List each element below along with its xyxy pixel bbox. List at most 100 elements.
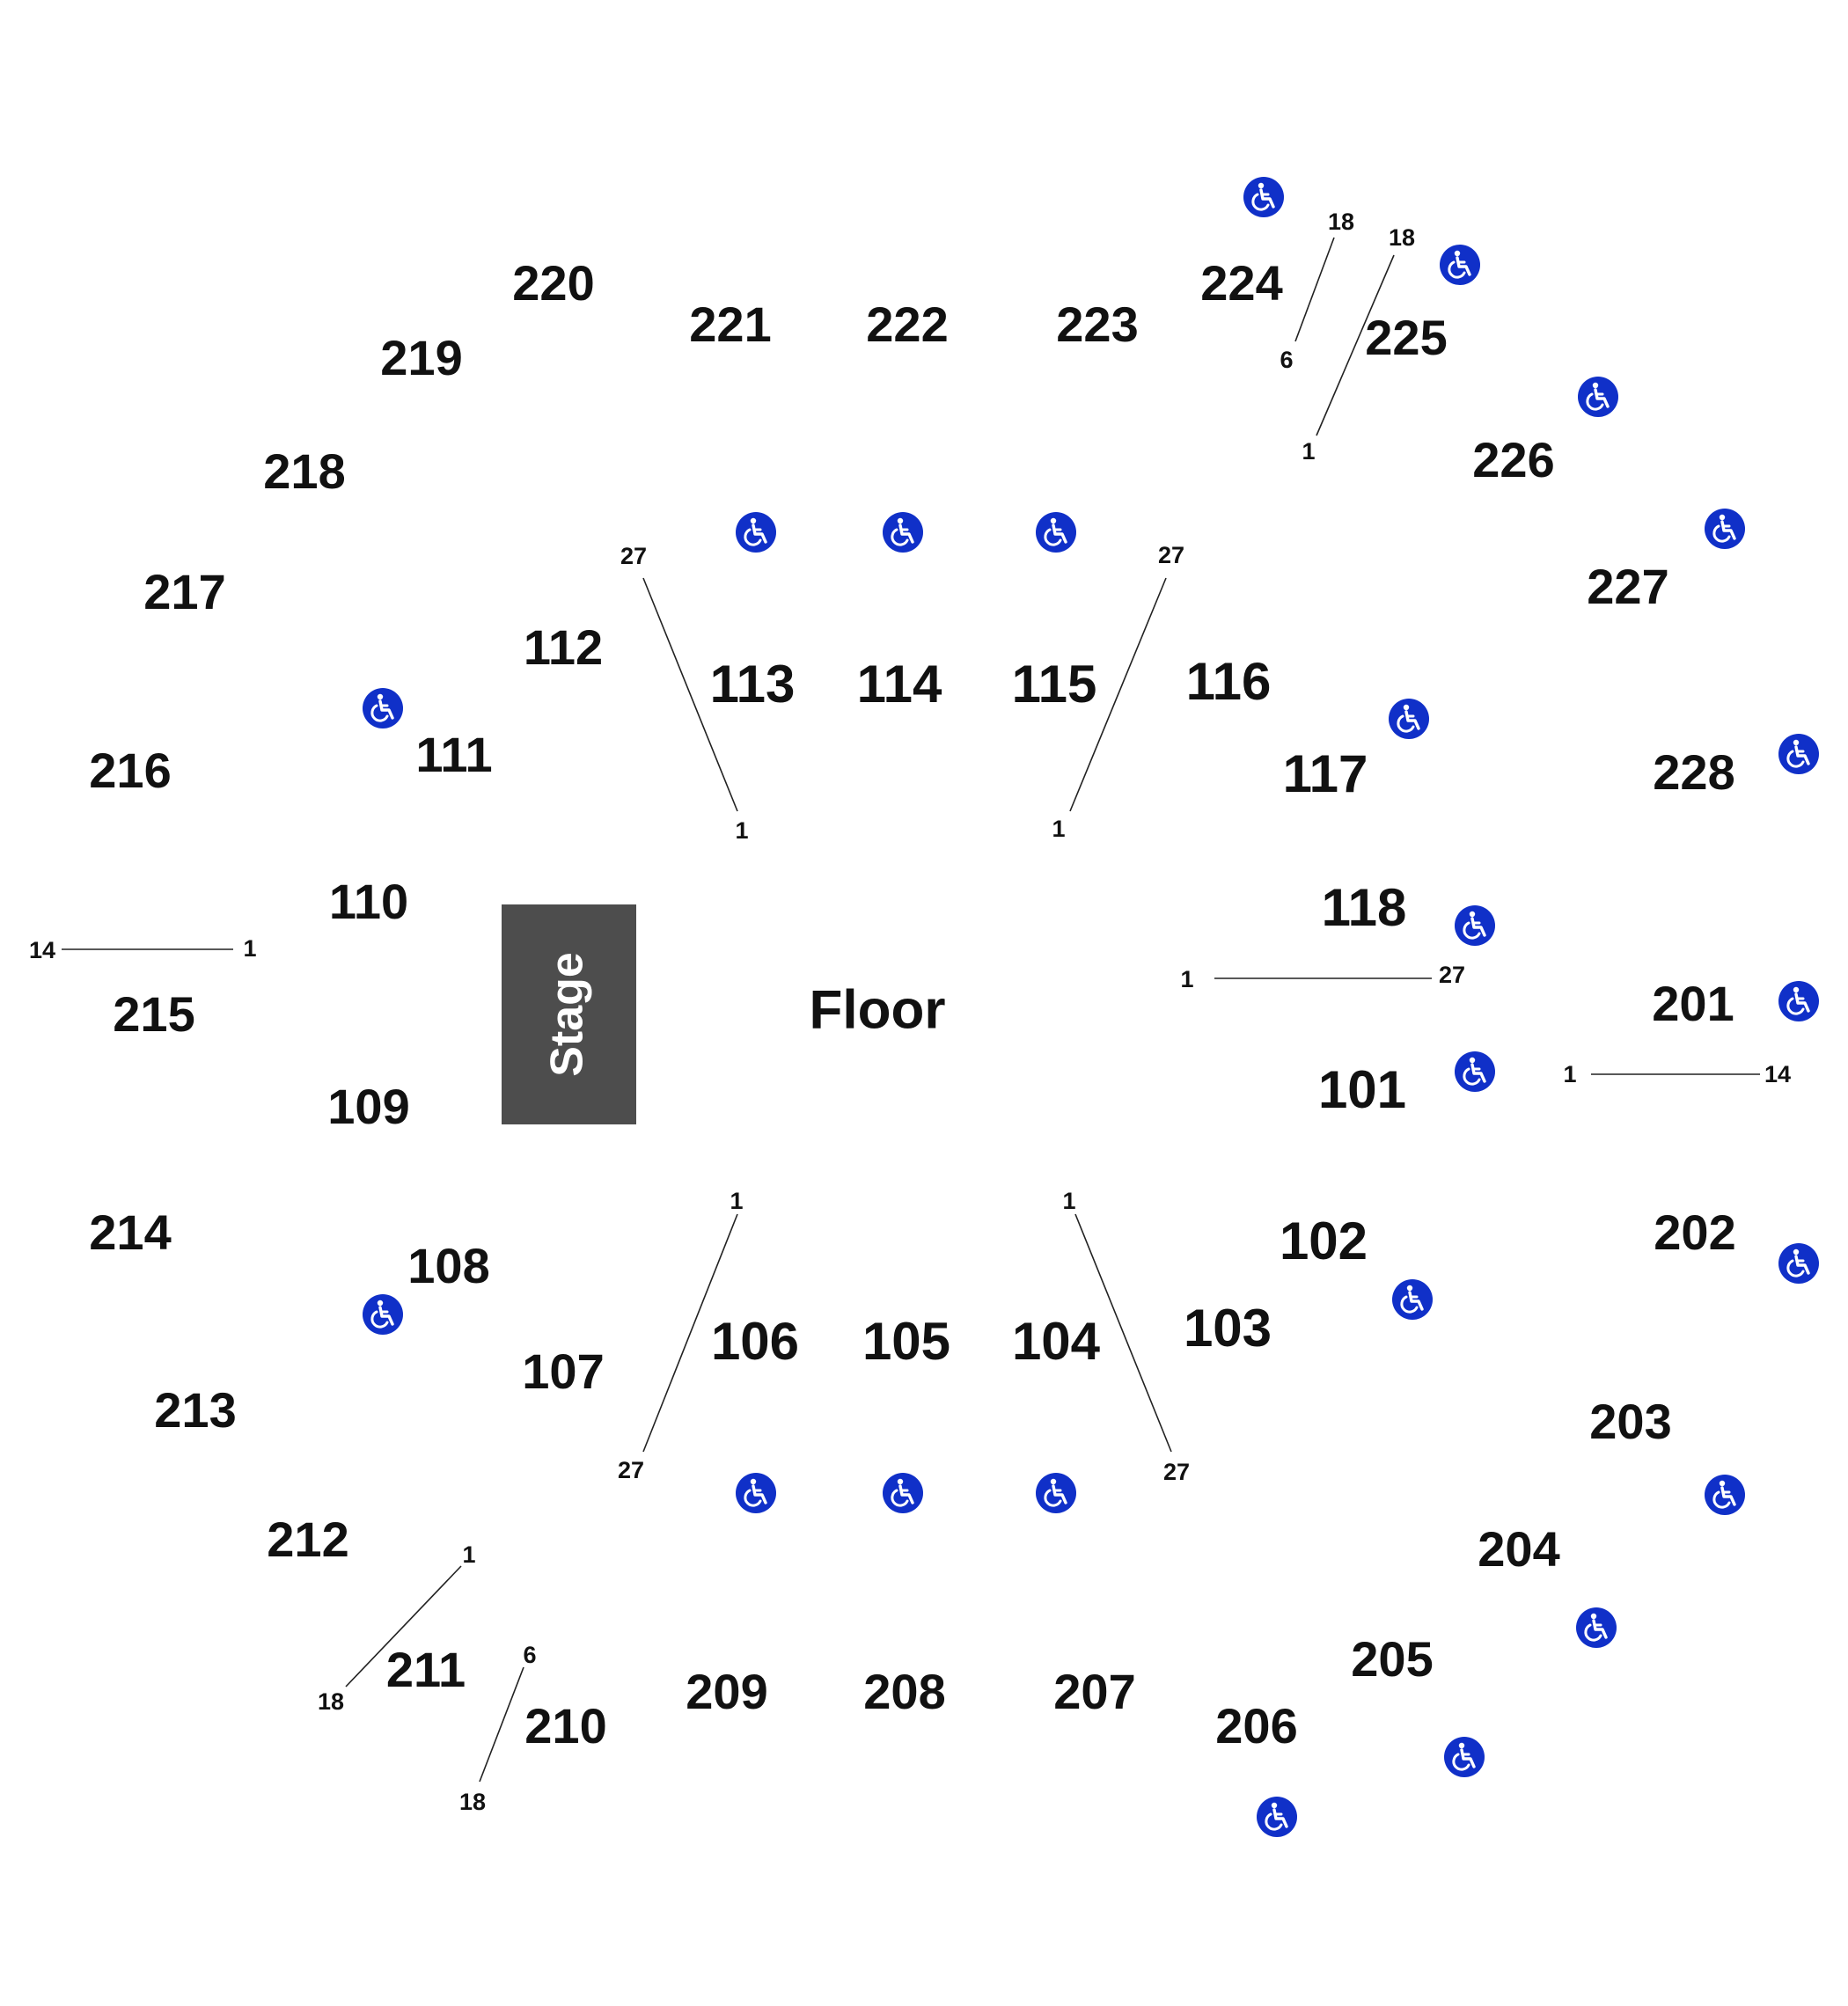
wheelchair-icon[interactable] bbox=[1036, 1473, 1076, 1513]
row-line-103 bbox=[1074, 1213, 1172, 1453]
wheelchair-icon[interactable] bbox=[1576, 1607, 1617, 1648]
section-215[interactable]: 215 bbox=[113, 986, 194, 1042]
section-222[interactable]: 222 bbox=[866, 297, 948, 352]
section-101[interactable]: 101 bbox=[1318, 1060, 1406, 1119]
row-label-106-last: 27 bbox=[618, 1457, 644, 1483]
wheelchair-icon[interactable] bbox=[1257, 1797, 1297, 1837]
section-205[interactable]: 205 bbox=[1351, 1631, 1433, 1687]
section-213[interactable]: 213 bbox=[154, 1382, 236, 1438]
stage: Stage bbox=[502, 904, 636, 1124]
row-label-116-first: 1 bbox=[1052, 816, 1065, 842]
wheelchair-icon[interactable] bbox=[1778, 1243, 1819, 1284]
row-label-201-last: 14 bbox=[1764, 1061, 1791, 1087]
section-206[interactable]: 206 bbox=[1215, 1698, 1297, 1753]
row-line-106 bbox=[642, 1213, 738, 1453]
section-208[interactable]: 208 bbox=[863, 1664, 945, 1719]
section-221[interactable]: 221 bbox=[689, 297, 771, 352]
section-114[interactable]: 114 bbox=[857, 655, 942, 714]
row-label-116-last: 27 bbox=[1158, 542, 1184, 568]
section-106[interactable]: 106 bbox=[711, 1312, 799, 1371]
wheelchair-icon[interactable] bbox=[883, 1473, 923, 1513]
section-225[interactable]: 225 bbox=[1365, 310, 1447, 365]
section-226[interactable]: 226 bbox=[1472, 432, 1554, 487]
section-214[interactable]: 214 bbox=[89, 1204, 171, 1260]
section-202[interactable]: 202 bbox=[1654, 1204, 1735, 1260]
section-102[interactable]: 102 bbox=[1280, 1212, 1368, 1270]
row-label-201-first: 1 bbox=[1563, 1061, 1576, 1087]
section-203[interactable]: 203 bbox=[1589, 1394, 1671, 1449]
section-219[interactable]: 219 bbox=[380, 330, 462, 385]
section-211[interactable]: 211 bbox=[386, 1642, 466, 1697]
row-label-118-first: 1 bbox=[1180, 966, 1193, 992]
section-108[interactable]: 108 bbox=[407, 1238, 489, 1293]
row-label-118-last: 27 bbox=[1439, 962, 1465, 988]
section-204[interactable]: 204 bbox=[1478, 1521, 1559, 1577]
section-110[interactable]: 110 bbox=[329, 874, 408, 929]
wheelchair-icon[interactable] bbox=[1389, 699, 1429, 739]
section-103[interactable]: 103 bbox=[1184, 1299, 1272, 1358]
wheelchair-icon[interactable] bbox=[736, 1473, 776, 1513]
wheelchair-icon[interactable] bbox=[363, 1294, 403, 1335]
row-label-113-first: 1 bbox=[735, 817, 748, 844]
row-label-106-first: 1 bbox=[730, 1188, 743, 1214]
row-line-210 bbox=[479, 1666, 524, 1783]
section-217[interactable]: 217 bbox=[143, 564, 225, 619]
accessible-seating bbox=[363, 177, 1819, 1837]
section-210[interactable]: 210 bbox=[524, 1698, 606, 1753]
wheelchair-icon[interactable] bbox=[1444, 1737, 1485, 1777]
row-line-224 bbox=[1294, 237, 1335, 342]
row-label-225-first: 1 bbox=[1302, 438, 1315, 465]
wheelchair-icon[interactable] bbox=[883, 512, 923, 553]
section-113[interactable]: 113 bbox=[710, 655, 796, 714]
wheelchair-icon[interactable] bbox=[736, 512, 776, 553]
section-104[interactable]: 104 bbox=[1012, 1312, 1101, 1371]
section-207[interactable]: 207 bbox=[1053, 1664, 1135, 1719]
lower-level-sections: 101 102 103 104 105 106 107 108 109 110 … bbox=[327, 619, 1406, 1399]
section-111[interactable]: 111 bbox=[415, 727, 492, 782]
section-115[interactable]: 115 bbox=[1012, 655, 1097, 714]
section-201[interactable]: 201 bbox=[1652, 976, 1734, 1031]
section-220[interactable]: 220 bbox=[512, 255, 594, 311]
row-line-225 bbox=[1316, 254, 1395, 436]
wheelchair-icon[interactable] bbox=[1455, 1051, 1495, 1092]
section-223[interactable]: 223 bbox=[1056, 297, 1138, 352]
wheelchair-icon[interactable] bbox=[1243, 177, 1284, 217]
wheelchair-icon[interactable] bbox=[1705, 1475, 1745, 1515]
wheelchair-icon[interactable] bbox=[1778, 981, 1819, 1021]
row-line-113 bbox=[642, 577, 738, 812]
section-109[interactable]: 109 bbox=[327, 1079, 409, 1134]
wheelchair-icon[interactable] bbox=[1036, 512, 1076, 553]
wheelchair-icon[interactable] bbox=[1440, 245, 1480, 285]
wheelchair-icon[interactable] bbox=[1578, 377, 1618, 417]
section-105[interactable]: 105 bbox=[862, 1312, 950, 1371]
row-label-224-mid: 6 bbox=[1280, 347, 1293, 373]
section-218[interactable]: 218 bbox=[263, 443, 345, 499]
section-228[interactable]: 228 bbox=[1653, 744, 1734, 800]
wheelchair-icon[interactable] bbox=[363, 688, 403, 728]
section-107[interactable]: 107 bbox=[522, 1343, 604, 1399]
section-224[interactable]: 224 bbox=[1200, 255, 1282, 311]
section-116[interactable]: 116 bbox=[1186, 652, 1272, 711]
row-label-103-first: 1 bbox=[1062, 1188, 1075, 1214]
section-216[interactable]: 216 bbox=[89, 743, 171, 798]
row-label-113-last: 27 bbox=[620, 543, 647, 569]
section-112[interactable]: 112 bbox=[524, 619, 603, 675]
section-117[interactable]: 117 bbox=[1283, 744, 1368, 803]
section-227[interactable]: 227 bbox=[1587, 559, 1668, 614]
row-label-210-mid: 6 bbox=[523, 1642, 536, 1668]
wheelchair-icon[interactable] bbox=[1392, 1279, 1433, 1320]
row-label-103-last: 27 bbox=[1163, 1459, 1190, 1485]
row-line-211 bbox=[345, 1565, 462, 1688]
wheelchair-icon[interactable] bbox=[1705, 509, 1745, 549]
section-118[interactable]: 118 bbox=[1322, 878, 1407, 937]
stage-label: Stage bbox=[542, 952, 593, 1077]
row-indicators: 27 1 27 1 1 27 1 27 1 27 14 1 1 14 18 6 … bbox=[29, 209, 1791, 1815]
section-212[interactable]: 212 bbox=[267, 1512, 348, 1567]
wheelchair-icon[interactable] bbox=[1778, 734, 1819, 774]
wheelchair-icon[interactable] bbox=[1455, 905, 1495, 946]
row-label-224-last: 18 bbox=[1328, 209, 1354, 235]
floor-label[interactable]: Floor bbox=[810, 979, 946, 1040]
row-label-225-last: 18 bbox=[1389, 224, 1415, 251]
section-209[interactable]: 209 bbox=[686, 1664, 767, 1719]
